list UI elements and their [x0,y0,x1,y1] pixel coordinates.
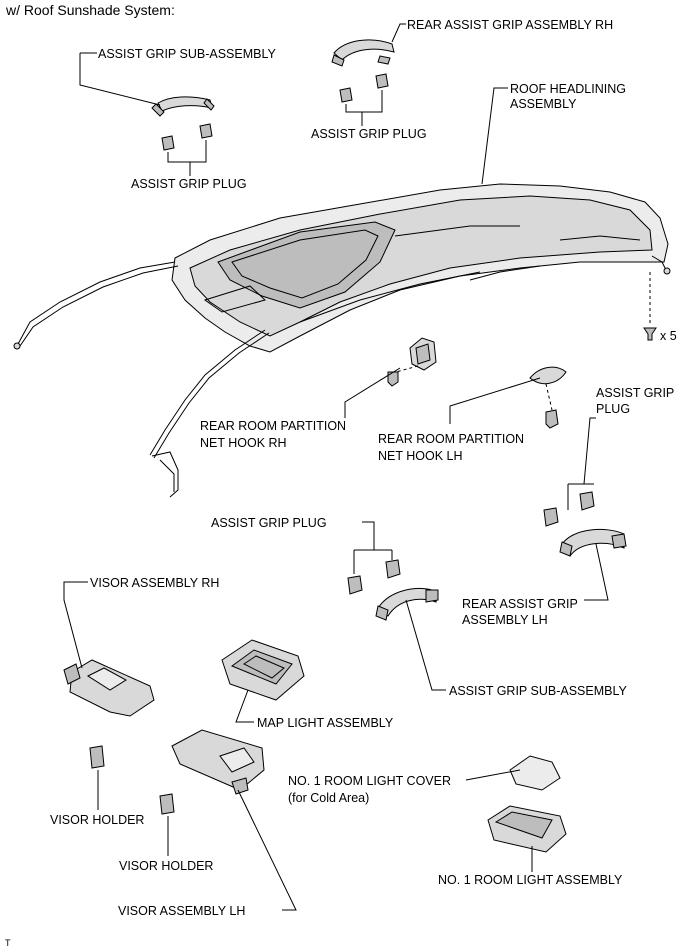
label-room-light-cover-2: (for Cold Area) [288,791,370,805]
net-hook-lh-dash [545,383,553,411]
label-clip-qty: x 5 [660,329,677,343]
leader-rear-assist-grip-rh [391,23,406,43]
net-hook-lh-part [529,366,567,429]
label-visor-holder-2: VISOR HOLDER [119,859,214,873]
net-hook-rh-dash [395,365,419,373]
visor-lh-part [171,729,265,795]
room-light-cover-part [509,755,561,791]
label-rear-assist-grip-rh: REAR ASSIST GRIP ASSEMBLY RH [407,18,614,32]
rear-assist-grip-lh-part [559,528,627,557]
leader-assist-grip-plug-right [567,417,596,510]
visor-rh-part [63,659,155,717]
assist-grip-plug-mid-part [347,559,401,595]
leader-visor-lh [237,789,297,911]
footer-code: T [5,938,11,948]
visor-holder-2-part [159,793,175,815]
label-assist-grip-sub-top: ASSIST GRIP SUB-ASSEMBLY [98,47,276,61]
label-roof-headlining-2: ASSEMBLY [510,97,577,111]
clip-part [643,327,657,341]
leader-assist-grip-sub-bottom [405,599,446,691]
leader-net-hook-lh [449,377,541,424]
assist-grip-plug-right-part [543,491,595,527]
label-room-light: NO. 1 ROOM LIGHT ASSEMBLY [438,873,623,887]
leader-roof-headlining [481,87,508,185]
roof-headlining-part [13,183,671,498]
leader-assist-grip-plug-mid [353,521,393,574]
leader-net-hook-rh [344,367,401,418]
visor-holder-1-part [89,745,105,769]
room-light-part [487,805,567,853]
map-light-part [221,639,305,701]
leader-visor-rh [63,581,88,669]
label-visor-holder-1: VISOR HOLDER [50,813,145,827]
label-assist-grip-plug-top-mid: ASSIST GRIP PLUG [311,127,427,141]
label-roof-headlining-1: ROOF HEADLINING [510,82,626,96]
leader-room-light-cover [465,769,521,781]
label-assist-grip-plug-mid: ASSIST GRIP PLUG [211,516,327,530]
net-hook-rh-part [387,337,437,387]
label-net-hook-rh-1: REAR ROOM PARTITION [200,419,347,433]
leader-assist-grip-sub-top [79,53,161,106]
label-rear-assist-grip-lh-1: REAR ASSIST GRIP [462,597,578,611]
label-visor-rh: VISOR ASSEMBLY RH [90,576,220,590]
label-room-light-cover-1: NO. 1 ROOM LIGHT COVER [288,774,451,788]
label-net-hook-lh-1: REAR ROOM PARTITION [378,432,525,446]
rear-assist-grip-rh-part [331,39,395,103]
label-rear-assist-grip-lh-2: ASSEMBLY LH [462,613,548,627]
label-visor-lh: VISOR ASSEMBLY LH [118,904,246,918]
label-assist-grip-plug-right-1: ASSIST GRIP [596,386,675,400]
leader-assist-grip-plug-top-mid [345,90,383,126]
label-assist-grip-plug-right-2: PLUG [596,402,631,416]
label-net-hook-rh-2: NET HOOK RH [200,436,287,450]
diagram-header: w/ Roof Sunshade System: [6,2,175,18]
assist-grip-sub-bottom-part [375,588,439,621]
assist-grip-sub-top-part [151,96,215,151]
label-assist-grip-plug-top-left: ASSIST GRIP PLUG [131,177,247,191]
leader-rear-assist-grip-lh [584,543,609,601]
label-net-hook-lh-2: NET HOOK LH [378,449,463,463]
leader-assist-grip-plug-top-left [167,140,207,176]
leader-map-light [235,689,254,723]
label-map-light: MAP LIGHT ASSEMBLY [257,716,394,730]
label-assist-grip-sub-bottom: ASSIST GRIP SUB-ASSEMBLY [449,684,627,698]
